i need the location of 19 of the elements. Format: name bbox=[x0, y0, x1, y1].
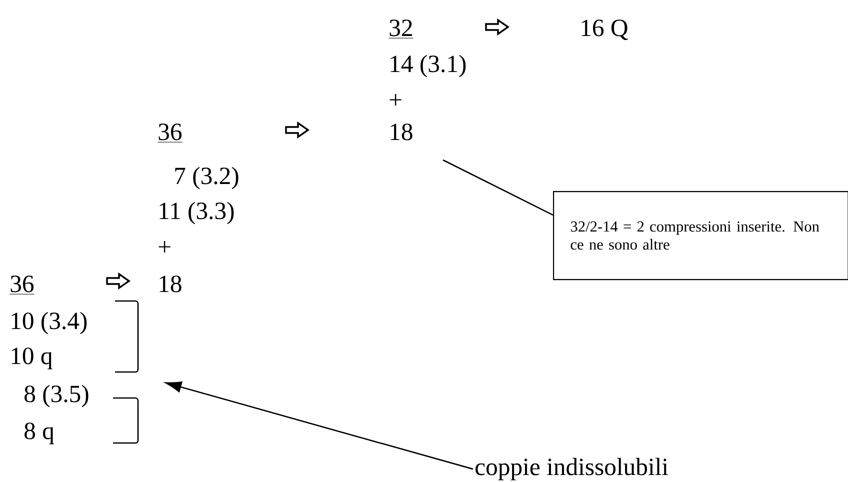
calculation-text: 7 (3.2) bbox=[175, 166, 238, 190]
calculation-text: 18 bbox=[160, 276, 182, 292]
calculation-text: 18 bbox=[390, 124, 412, 140]
calculation-text: + bbox=[390, 94, 402, 106]
calculation-text: 8 (3.5) bbox=[24, 384, 88, 408]
underlined-number: 36 bbox=[9, 276, 35, 294]
calculation-text: 11 (3.3) bbox=[160, 202, 234, 224]
calculation-text: 14 (3.1) bbox=[390, 54, 466, 78]
calculation-text: 10 (3.4) bbox=[12, 312, 87, 334]
calculation-text: 8 q bbox=[24, 422, 54, 444]
arrow bbox=[165, 381, 474, 470]
leader-line bbox=[442, 159, 554, 216]
calculation-text: 16 Q bbox=[582, 20, 628, 40]
callout-box: 32/2-14 = 2 compressioni inserite. Non ce ne sono altre bbox=[553, 191, 848, 280]
underlined-number: 36 bbox=[157, 124, 183, 142]
calculation-text: 10 q bbox=[12, 348, 52, 370]
annotation-text: coppie indissolubili bbox=[476, 458, 668, 480]
underlined-number: 32 bbox=[388, 20, 414, 38]
calculation-text: + bbox=[158, 241, 170, 253]
